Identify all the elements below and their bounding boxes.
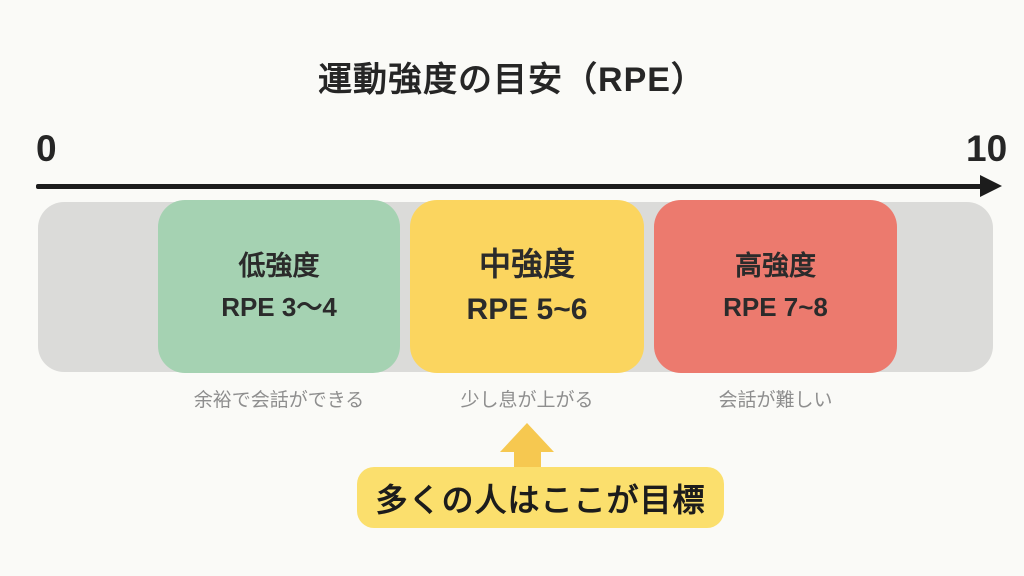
page-title: 運動強度の目安（RPE） [318,61,706,99]
segment-mid-label: 中強度 [478,245,575,282]
segment-low-description: 余裕で会話ができる [193,390,365,411]
axis-min-label: 0 [36,128,57,169]
up-arrow-stem [514,450,541,470]
segment-mid-rpe-range: RPE 5~6 [466,293,588,327]
axis-line [36,184,984,189]
segment-high-intensity: 高強度 RPE 7~8 [654,200,897,373]
axis-max-label: 10 [966,128,1008,169]
segment-low-rpe-range: RPE 3〜4 [221,291,337,322]
segment-low-intensity: 低強度 RPE 3〜4 [158,200,400,373]
segment-high-rpe-range: RPE 7~8 [723,291,828,322]
segment-high-label: 高強度 [735,250,816,281]
segment-low-label: 低強度 [238,250,320,281]
segment-high-description: 会話が難しい [718,390,833,411]
segment-mid-intensity: 中強度 RPE 5~6 [410,200,644,373]
axis-right-arrow-icon [980,175,1002,197]
segment-mid-description: 少し息が上がる [460,390,594,411]
target-callout: 多くの人はここが目標 [357,467,724,528]
up-arrow-icon [500,423,554,452]
target-callout-text: 多くの人はここが目標 [375,481,706,518]
